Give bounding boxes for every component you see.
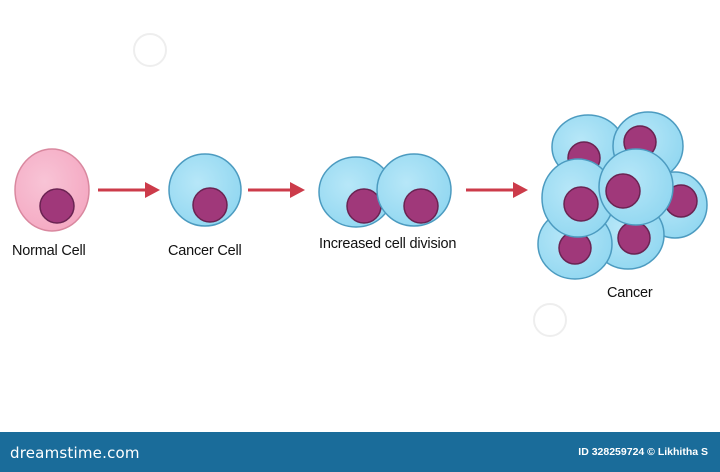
label-cancer: Cancer bbox=[607, 285, 653, 301]
label-cancer-cell: Cancer Cell bbox=[168, 243, 242, 259]
dividing-cells bbox=[318, 153, 452, 228]
footer-bar: dreamstime.com ID 328259724 © Likhitha S bbox=[0, 432, 720, 472]
image-credit: ID 328259724 © Likhitha S bbox=[578, 446, 708, 458]
diagram-svg bbox=[14, 111, 708, 280]
arrow-right-icon bbox=[466, 182, 528, 198]
watermark-icon bbox=[533, 303, 567, 337]
arrow-right-icon bbox=[98, 182, 160, 198]
label-normal-cell: Normal Cell bbox=[12, 243, 86, 259]
tumor-cluster bbox=[537, 111, 708, 280]
cancer-cell bbox=[168, 153, 242, 227]
brand-logo[interactable]: dreamstime.com bbox=[10, 444, 140, 462]
watermark-icon bbox=[133, 33, 167, 67]
label-increased-division: Increased cell division bbox=[319, 236, 457, 252]
normal-cell bbox=[14, 148, 90, 232]
arrow-right-icon bbox=[248, 182, 305, 198]
